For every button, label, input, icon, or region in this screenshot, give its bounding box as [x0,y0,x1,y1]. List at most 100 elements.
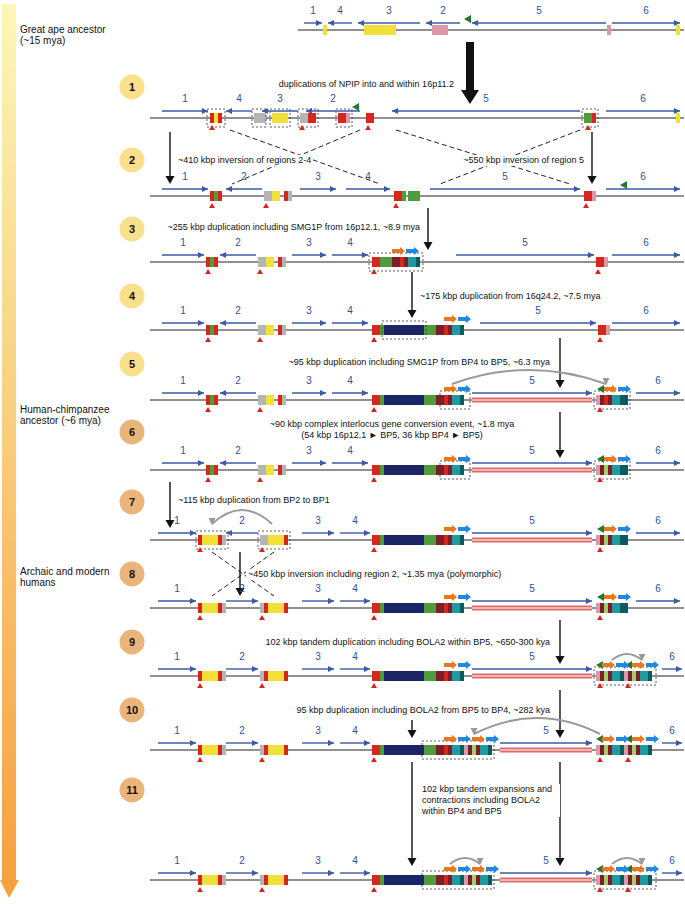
transfer-arrowhead [639,654,646,661]
transfer-arc [474,718,600,734]
flag-marker [597,385,604,393]
duplication-block [432,603,436,613]
duplication-block [480,745,484,755]
duplication-block [584,113,588,123]
region-number: 5 [502,171,508,182]
region-number: 5 [529,445,535,456]
region-arrow [472,22,606,23]
duplication-block [258,325,262,335]
region-number: 6 [655,515,661,526]
orientation-triangle [625,887,631,892]
gene-arrow [616,661,629,669]
circle-fill [120,778,145,803]
duplication-block [222,875,226,885]
duplication-block [640,875,644,885]
gene-arrow [604,455,617,463]
region-number: 6 [669,725,675,736]
region-arrow [346,188,390,189]
duplication-block [372,875,376,885]
duplication-block [420,875,424,885]
duplication-block [268,535,272,545]
gene-arrow [604,525,617,533]
region-arrow [606,110,680,111]
duplication-block [452,465,456,475]
region-arrowhead [190,870,196,876]
step-circle: 9 [119,629,145,655]
duplication-block [596,465,600,475]
region-number: 4 [352,725,358,736]
duplication-block [376,465,380,475]
step-arrow [559,690,560,731]
duplication-block [428,465,432,475]
duplication-block [428,875,432,885]
duplication-block [384,671,388,681]
duplication-block [436,395,440,405]
circle-fill [120,420,145,445]
duplication-block [384,875,388,885]
region-arrowhead [252,740,258,746]
region-number: 6 [640,171,646,182]
duplication-block [624,875,628,885]
duplication-block [420,745,424,755]
orientation-triangle [393,203,399,208]
duplication-block [384,465,388,475]
duplication-block [412,191,416,201]
duplication-block [284,535,288,545]
region-arrow [636,600,680,601]
orientation-triangle [259,683,265,688]
duplication-block [448,395,452,405]
region-number: 1 [174,515,180,526]
duplication-block [404,325,408,335]
duplication-block [620,671,624,681]
step-number: 11 [119,777,145,803]
duplication-block [424,535,428,545]
duplication-block [602,325,606,335]
orientation-triangle [197,615,203,620]
duplication-block [396,465,400,475]
step-arrow [411,272,412,311]
orientation-triangle [371,615,377,620]
duplication-block [436,603,440,613]
gene-arrow [444,593,457,601]
duplication-block [644,745,648,755]
gene-arrow [458,455,471,463]
orientation-triangle [209,203,215,208]
duplication-block [258,395,262,405]
duplication-block [268,875,272,885]
orientation-triangle [205,407,211,412]
region-number: 3 [315,855,321,866]
duplication-block [312,113,316,123]
duplication-block [384,535,388,545]
region-number: 6 [643,305,649,316]
orientation-triangle [371,757,377,762]
region-number: 2 [239,583,245,594]
duplication-block [398,191,402,201]
event-description: ~175 kbp duplication from 16q24.2, ~7.5 … [418,291,603,302]
step-circle: 8 [119,561,145,587]
duplication-block [460,745,464,755]
duplication-block [608,671,612,681]
duplication-block [420,465,424,475]
duplication-block [394,191,398,201]
region-arrowhead [586,666,592,672]
event-description: ~255 kbp duplication including SMG1P fro… [166,222,423,233]
orientation-triangle [257,477,263,482]
duplication-block [284,113,288,123]
duplication-block [396,395,400,405]
duplication-block [392,671,396,681]
duplication-block [206,325,210,335]
duplication-block [452,395,456,405]
duplication-block [388,671,392,681]
duplication-block [420,325,424,335]
duplication-block [600,257,604,267]
orientation-triangle [197,683,203,688]
orientation-triangle [209,125,215,130]
haplotype-track [150,370,684,412]
region-arrowhead [220,390,226,396]
duplication-block [624,465,628,475]
event-description: ~450 kbp inversion including region 2, ~… [246,569,503,580]
duplication-block [436,325,440,335]
duplication-block [416,745,420,755]
region-arrow [472,392,592,393]
region-arrowhead [190,666,196,672]
